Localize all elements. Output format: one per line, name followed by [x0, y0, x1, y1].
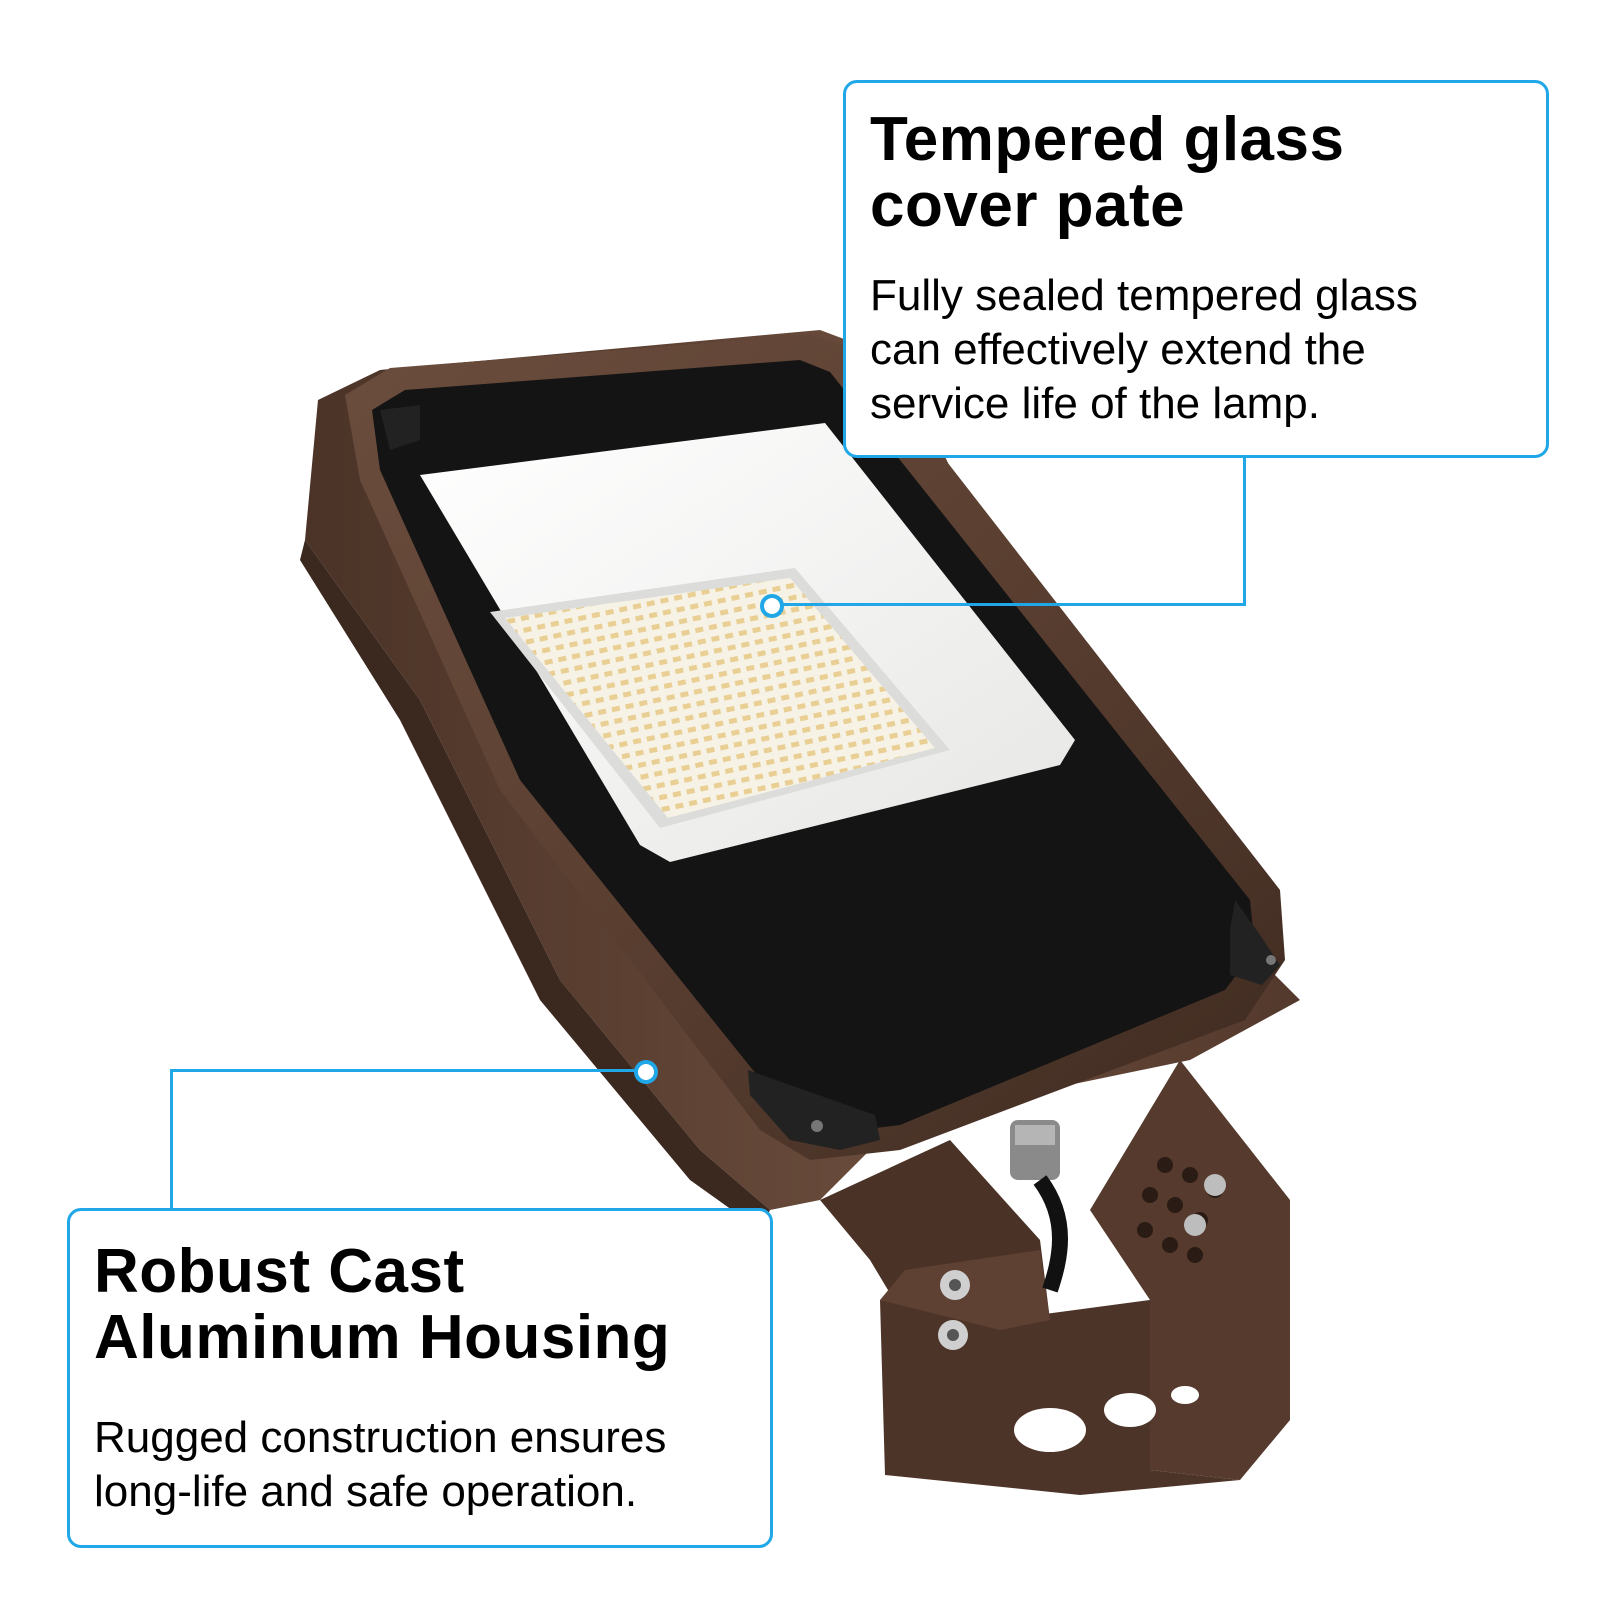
body-line: service life of the lamp. [870, 379, 1320, 428]
callout-title: Tempered glass cover pate [870, 107, 1526, 239]
top-anchor-dot [760, 594, 784, 618]
bottom-leader-vertical [170, 1069, 173, 1209]
top-leader-horizontal [782, 603, 1246, 606]
bottom-anchor-dot [634, 1060, 658, 1084]
reflector [420, 423, 1075, 862]
body-line: can effectively extend the [870, 325, 1366, 374]
callout-aluminum-housing: Robust Cast Aluminum Housing Rugged cons… [67, 1208, 773, 1548]
bottom-leader-horizontal [170, 1069, 638, 1072]
body-line: long-life and safe operation. [94, 1467, 638, 1516]
callout-body: Fully sealed tempered glass can effectiv… [870, 269, 1526, 431]
top-leader-vertical [1243, 458, 1246, 605]
callout-title: Robust Cast Aluminum Housing [94, 1239, 750, 1371]
title-line: Aluminum Housing [94, 1303, 671, 1372]
cable-gland [1010, 1120, 1068, 1293]
title-line: Tempered glass [870, 105, 1345, 174]
corner-clips [380, 405, 1280, 1150]
body-line: Rugged construction ensures [94, 1413, 667, 1462]
callout-body: Rugged construction ensures long-life an… [94, 1411, 750, 1519]
title-line: Robust Cast [94, 1237, 465, 1306]
title-line: cover pate [870, 171, 1186, 240]
callout-tempered-glass: Tempered glass cover pate Fully sealed t… [843, 80, 1549, 458]
mounting-bracket [820, 1060, 1290, 1495]
body-line: Fully sealed tempered glass [870, 271, 1418, 320]
